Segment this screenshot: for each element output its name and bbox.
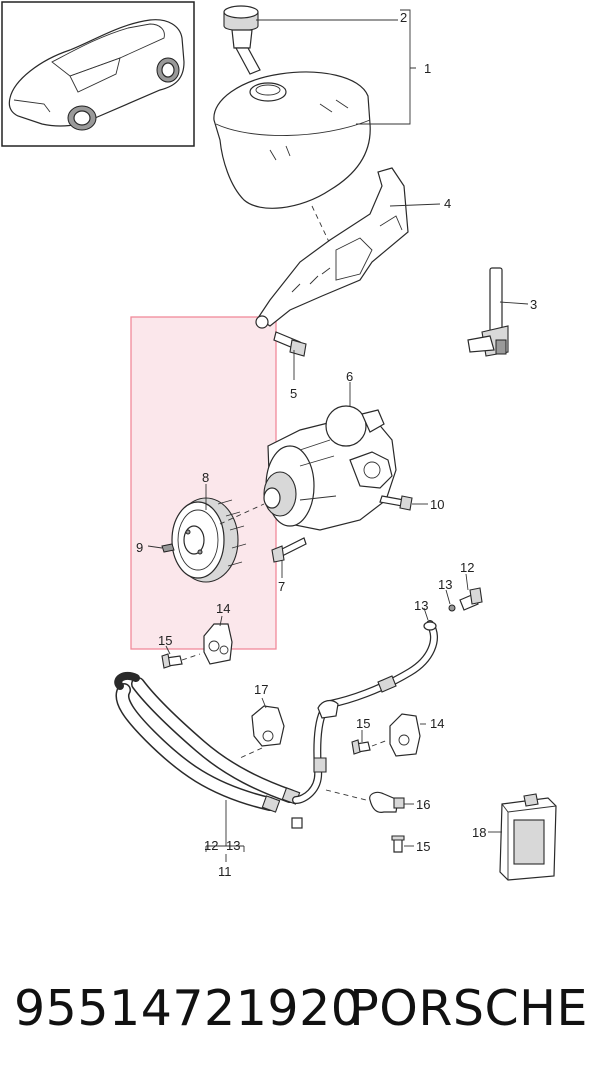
callout-8: 8 — [202, 470, 209, 485]
callout-2: 2 — [400, 10, 407, 25]
return-pipe — [292, 620, 438, 804]
callout-13: 13 — [438, 577, 452, 592]
callout-14b: 14 — [430, 716, 444, 731]
clamp-17 — [251, 705, 285, 747]
hose-assembly — [114, 671, 303, 829]
callout-15: 15 — [158, 633, 172, 648]
leader-1 — [256, 9, 416, 125]
dash-pulley — [219, 503, 265, 525]
callout-13b: 13 — [414, 598, 428, 613]
callout-15b: 15 — [356, 716, 370, 731]
sensor-part-3 — [467, 267, 509, 357]
clamp-14-left — [203, 623, 233, 665]
callout-16: 16 — [416, 797, 430, 812]
callout-10: 10 — [430, 497, 444, 512]
leader-lines — [147, 203, 529, 862]
vehicle-thumbnail — [1, 1, 195, 147]
bolt-7 — [271, 537, 307, 563]
callout-3: 3 — [530, 297, 537, 312]
reservoir — [213, 71, 371, 209]
clamp-16 — [369, 791, 405, 813]
callout-6: 6 — [346, 369, 353, 384]
callout-11-12: 12 — [204, 838, 218, 853]
callout-17: 17 — [254, 682, 268, 697]
bolt-5 — [273, 331, 307, 357]
brand-name: PORSCHE — [349, 980, 588, 1037]
callout-1: 1 — [424, 61, 431, 76]
callout-11: 11 — [218, 864, 232, 879]
callout-15c: 15 — [416, 839, 430, 854]
fluid-bottle — [499, 793, 557, 881]
dash-15 — [181, 653, 201, 661]
bolt-15-left — [161, 653, 183, 669]
callout-5: 5 — [290, 386, 297, 401]
clamp-14-right — [389, 713, 421, 757]
reservoir-cap — [223, 5, 261, 75]
callout-4: 4 — [444, 196, 451, 211]
fitting-13 — [423, 604, 456, 631]
bolt-10 — [379, 495, 413, 511]
callout-7: 7 — [278, 579, 285, 594]
footer: 95514721920 PORSCHE — [0, 980, 600, 1050]
callout-12: 12 — [460, 560, 474, 575]
dash-16 — [325, 789, 367, 801]
dash-1 — [311, 205, 331, 245]
bolt-9 — [161, 543, 175, 553]
part-number: 95514721920 — [14, 980, 363, 1037]
pulley — [171, 497, 247, 583]
parts-diagram: 2 1 4 3 5 6 8 10 9 7 12 13 13 14 15 17 1… — [1, 1, 557, 881]
callout-9: 9 — [136, 540, 143, 555]
banjo-bolt-12 — [459, 587, 483, 611]
dash-17 — [239, 747, 263, 759]
bolt-15-mid — [351, 739, 371, 755]
callout-labels: 2 1 4 3 5 6 8 10 9 7 12 13 13 14 15 17 1… — [136, 10, 537, 879]
power-steering-pump — [263, 405, 397, 531]
callout-11-13: 13 — [226, 838, 240, 853]
callout-14: 14 — [216, 601, 230, 616]
bolt-15-lower — [391, 835, 405, 853]
callout-18: 18 — [472, 825, 486, 840]
mounting-bracket — [255, 167, 409, 329]
dash-14r — [371, 739, 389, 747]
